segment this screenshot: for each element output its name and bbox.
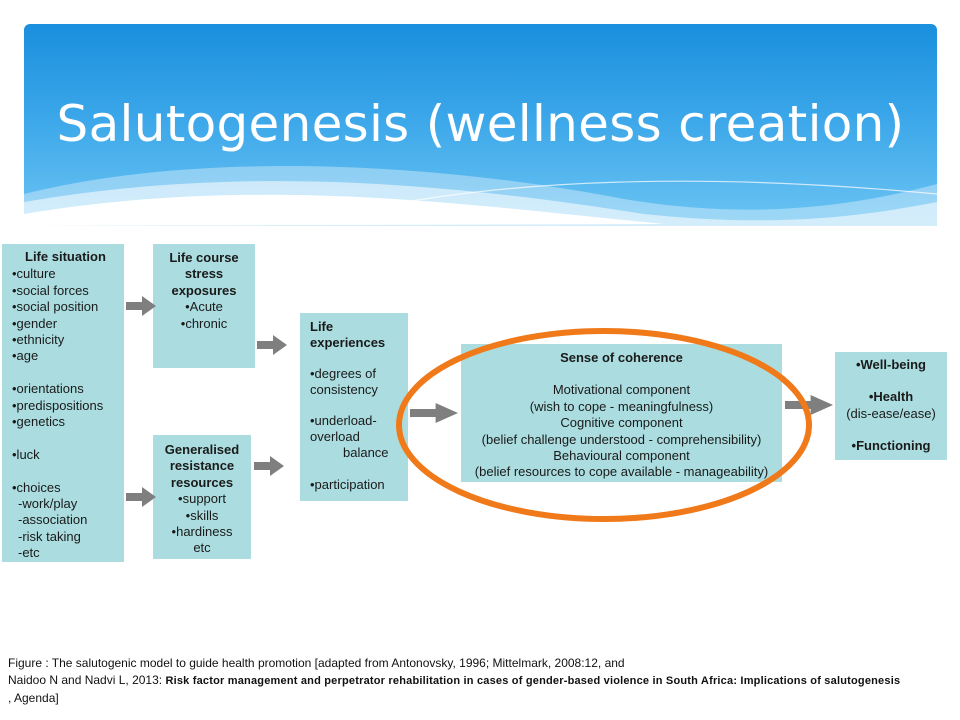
list-item: -work/play xyxy=(18,496,78,512)
list-item: •participation xyxy=(310,476,385,492)
list-item: •hardiness xyxy=(171,524,233,540)
life-situation-list-a: •culture •social forces •social position… xyxy=(12,266,124,364)
coherence-line: (belief challenge understood - comprehen… xyxy=(481,431,762,447)
list-item: •luck xyxy=(12,446,40,462)
life-course-heading-3: exposures xyxy=(171,282,237,298)
coherence-line: Cognitive component xyxy=(560,415,683,431)
coherence-line: (wish to cope - meaningfulness) xyxy=(529,398,714,414)
coherence-line: (belief resources to cope available - ma… xyxy=(474,464,769,480)
list-item: overload xyxy=(310,429,360,445)
list-item: •skills xyxy=(185,507,219,523)
list-item: •culture xyxy=(12,266,56,282)
list-item: •age xyxy=(12,348,39,364)
coherence-line: Motivational component xyxy=(552,382,691,398)
list-item: •predispositions xyxy=(12,397,104,413)
life-situation-heading: Life situation xyxy=(25,249,106,264)
title-banner: Salutogenesis (wellness creation) xyxy=(24,24,937,226)
right-arrow-icon xyxy=(257,335,287,355)
coherence-line: Behavioural component xyxy=(553,448,690,464)
life-experiences-heading-1: Life xyxy=(310,319,334,334)
list-item: •underload- xyxy=(310,412,377,428)
life-course-heading-2: stress xyxy=(184,266,224,282)
outcome-item-sub: (dis-ease/ease) xyxy=(846,405,936,421)
figure-caption: Figure : The salutogenic model to guide … xyxy=(8,655,953,707)
list-item: etc xyxy=(193,540,211,556)
resistance-heading-3: resources xyxy=(170,474,234,490)
resistance-heading-1: Generalised xyxy=(164,442,240,457)
right-arrow-icon xyxy=(126,487,156,507)
sense-of-coherence-box: Sense of coherence Motivational componen… xyxy=(461,344,782,482)
list-item: •chronic xyxy=(180,315,228,331)
life-situation-list-b: •orientations •predispositions •genetics xyxy=(12,381,124,430)
life-course-heading-1: Life course xyxy=(169,250,239,265)
list-item: •social forces xyxy=(12,282,89,298)
list-item: •support xyxy=(178,491,226,507)
list-item: -risk taking xyxy=(18,528,81,544)
outcomes-box: •Well-being •Health (dis-ease/ease) •Fun… xyxy=(835,352,947,460)
caption-line-2-bold: Risk factor management and perpetrator r… xyxy=(165,675,901,687)
coherence-heading: Sense of coherence xyxy=(560,350,683,365)
list-item: •orientations xyxy=(12,381,84,397)
list-item: consistency xyxy=(310,382,378,398)
life-experiences-box: Life experiences •degrees of consistency… xyxy=(300,313,408,501)
right-arrow-icon xyxy=(254,456,284,476)
list-item: -etc xyxy=(18,545,40,561)
list-item: •ethnicity xyxy=(12,332,65,348)
life-situation-box: Life situation •culture •social forces •… xyxy=(2,244,124,562)
list-item: •social position xyxy=(12,299,99,315)
caption-line-3: , Agenda] xyxy=(8,691,59,705)
list-item: •gender xyxy=(12,315,58,331)
outcome-item: •Functioning xyxy=(851,438,931,454)
list-item: •Acute xyxy=(185,299,223,315)
caption-line-1: Figure : The salutogenic model to guide … xyxy=(8,656,625,670)
page-title: Salutogenesis (wellness creation) xyxy=(56,95,905,153)
highlight-ellipse xyxy=(396,328,812,522)
list-item: •genetics xyxy=(12,414,65,430)
list-item: •choices xyxy=(12,479,61,495)
life-course-stress-box: Life course stress exposures •Acute •chr… xyxy=(153,244,255,368)
banner-wave-decoration xyxy=(24,166,937,226)
life-experiences-heading-2: experiences xyxy=(310,335,386,351)
right-arrow-icon xyxy=(410,403,458,423)
outcome-item: •Well-being xyxy=(855,357,927,372)
resistance-resources-box: Generalised resistance resources •suppor… xyxy=(153,435,251,559)
life-situation-list-d: -work/play -association -risk taking -et… xyxy=(12,496,124,562)
list-item: •degrees of xyxy=(310,365,376,381)
right-arrow-icon xyxy=(126,296,156,316)
outcome-item: •Health xyxy=(868,389,914,405)
list-item: -association xyxy=(18,512,88,528)
caption-line-2: Naidoo N and Nadvi L, 2013: Risk factor … xyxy=(8,672,953,690)
resistance-heading-2: resistance xyxy=(169,458,235,474)
caption-line-2-prefix: Naidoo N and Nadvi L, 2013: xyxy=(8,673,166,687)
list-item: balance xyxy=(343,445,389,461)
